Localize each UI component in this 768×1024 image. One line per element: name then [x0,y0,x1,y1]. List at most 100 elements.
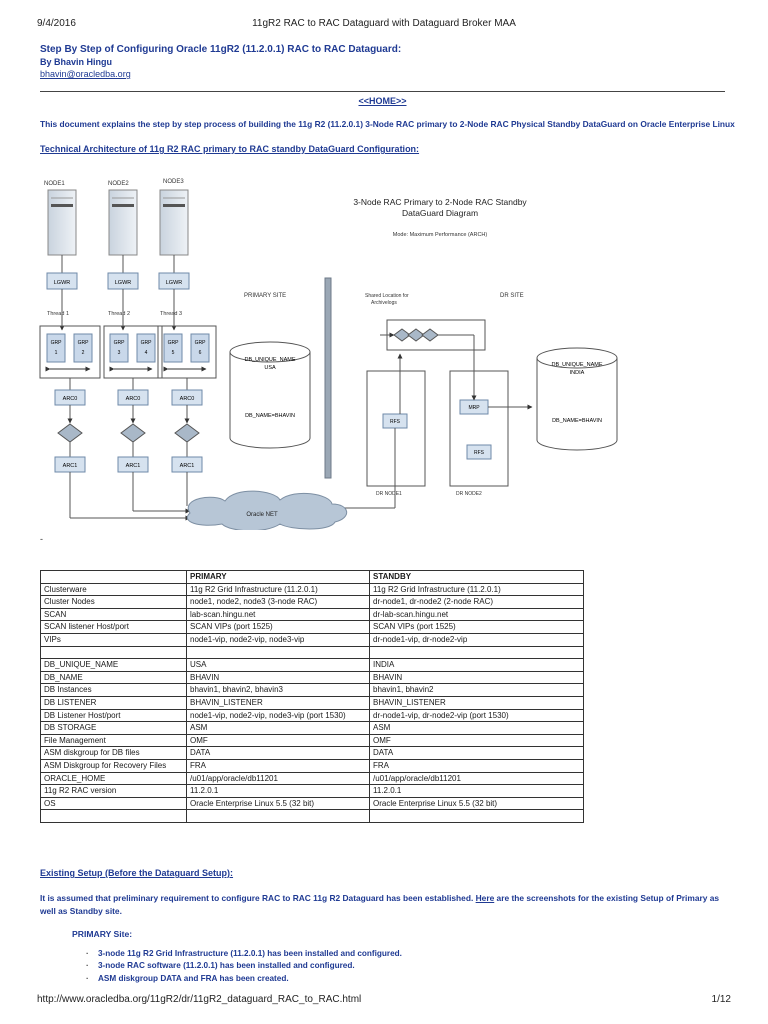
dr-node2-label: DR NODE2 [456,491,482,497]
table-cell: SCAN VIPs (port 1525) [369,620,584,634]
archive-disk-3 [174,423,200,443]
table-cell: 11g R2 Grid Infrastructure (11.2.0.1) [186,582,370,597]
server-node3: NODE3 [159,179,189,256]
table-row: ORACLE_HOME/u01/app/oracle/db11201/u01/a… [40,771,584,786]
table-cell: PRIMARY [186,570,370,584]
mrp-box: MRP [459,399,489,415]
redo-groups-2: GRP 3 GRP 4 [103,325,163,379]
svg-text:ARC0: ARC0 [180,396,195,402]
primary-site-label: PRIMARY SITE [244,293,286,299]
standby-database-cylinder: DB_UNIQUE_NAME INDIA DB_NAME=BHAVIN [536,347,618,451]
table-cell: DB_UNIQUE_NAME [40,658,187,672]
svg-text:ARC1: ARC1 [126,463,141,469]
svg-text:USA: USA [264,365,276,371]
table-cell: node1, node2, node3 (3-node RAC) [186,595,370,609]
table-cell: Cluster Nodes [40,595,187,609]
dr-node2-box [449,370,509,487]
svg-text:ARC1: ARC1 [63,463,78,469]
table-cell: INDIA [369,658,584,672]
archive-disk-2 [120,423,146,443]
here-link[interactable]: Here [475,893,495,903]
mode-label: Mode: Maximum Performance (ARCH) [393,232,488,238]
table-cell: node1-vip, node2-vip, node3-vip [186,632,370,647]
architecture-heading: Technical Architecture of 11g R2 RAC pri… [40,144,420,154]
table-cell: BHAVIN [186,670,370,685]
existing-setup-paragraph: It is assumed that preliminary requireme… [40,892,720,918]
print-date: 9/4/2016 [37,18,76,29]
author-email-link[interactable]: bhavin@oracledba.org [40,69,131,79]
table-cell: OMF [186,733,370,748]
home-link[interactable]: <<HOME>> [358,96,407,106]
oracle-net-label: Oracle NET [246,512,278,518]
thread-3-label: Thread 3 [160,311,182,317]
thread-2-label: Thread 2 [108,311,130,317]
site-divider [324,277,332,479]
table-cell: DB Instances [40,683,187,697]
table-cell: dr-lab-scan.hingu.net [369,607,584,622]
table-cell [186,809,370,823]
existing-setup-heading: Existing Setup (Before the Dataguard Set… [40,868,234,878]
diagram-title-1: 3-Node RAC Primary to 2-Node RAC Standby [353,197,527,207]
para-text-1: It is assumed that preliminary requireme… [40,893,476,903]
diagram-title-2: DataGuard Diagram [402,208,478,218]
table-cell: SCAN listener Host/port [40,620,187,634]
node2-label: NODE2 [108,181,129,187]
table-cell: FRA [369,758,584,773]
arc1-box-3: ARC1 [171,456,203,473]
shared-location-label-2: Archivelogs [371,300,397,306]
svg-text:6: 6 [199,350,202,356]
table-cell: Oracle Enterprise Linux 5.5 (32 bit) [186,796,370,811]
svg-text:2: 2 [82,350,85,356]
svg-text:DB_NAME=BHAVIN: DB_NAME=BHAVIN [245,413,295,419]
table-cell: DB STORAGE [40,721,187,735]
svg-text:LGWR: LGWR [115,280,132,286]
svg-text:LGWR: LGWR [166,280,183,286]
table-cell: ASM [186,721,370,735]
table-cell: SCAN VIPs (port 1525) [186,620,370,634]
svg-text:DB_NAME=BHAVIN: DB_NAME=BHAVIN [552,418,602,424]
table-cell: bhavin1, bhavin2 [369,683,584,697]
table-cell: Oracle Enterprise Linux 5.5 (32 bit) [369,796,584,811]
footer-url: http://www.oracledba.org/11gR2/dr/11gR2_… [37,994,362,1005]
table-cell: bhavin1, bhavin2, bhavin3 [186,683,370,697]
lgwr-box-2: LGWR [107,272,139,290]
page-number: 1/12 [711,994,731,1005]
table-cell: dr-node1-vip, dr-node2-vip [369,632,584,647]
table-row [40,645,584,660]
table-cell: node1-vip, node2-vip, node3-vip (port 15… [186,708,370,723]
rfs-box-node1: RFS [382,413,408,429]
redo-groups-1: GRP 1 GRP 2 [39,325,101,379]
thread-1-label: Thread 1 [47,311,69,317]
table-cell: /u01/app/oracle/db11201 [369,771,584,786]
redo-groups-3: GRP 5 GRP 6 [157,325,217,379]
table-cell: FRA [186,758,370,773]
list-item: ·ASM diskgroup DATA and FRA has been cre… [86,973,289,983]
svg-text:MRP: MRP [468,405,480,411]
table-cell: Clusterware [40,582,187,597]
svg-text:INDIA: INDIA [570,370,585,376]
table-cell: DB_NAME [40,670,187,685]
svg-text:ARC0: ARC0 [63,396,78,402]
table-cell: STANDBY [369,570,584,584]
svg-text:4: 4 [145,350,148,356]
archive-disk-1 [57,423,83,443]
table-cell: 11g R2 RAC version [40,784,187,798]
svg-text:LGWR: LGWR [54,280,71,286]
svg-text:GRP: GRP [141,340,153,346]
para-text-2: are the screenshots for the existing Set… [40,893,720,916]
table-cell: File Management [40,733,187,748]
table-cell: OS [40,796,187,811]
table-cell [40,645,187,660]
table-cell: 11g R2 Grid Infrastructure (11.2.0.1) [369,582,584,597]
